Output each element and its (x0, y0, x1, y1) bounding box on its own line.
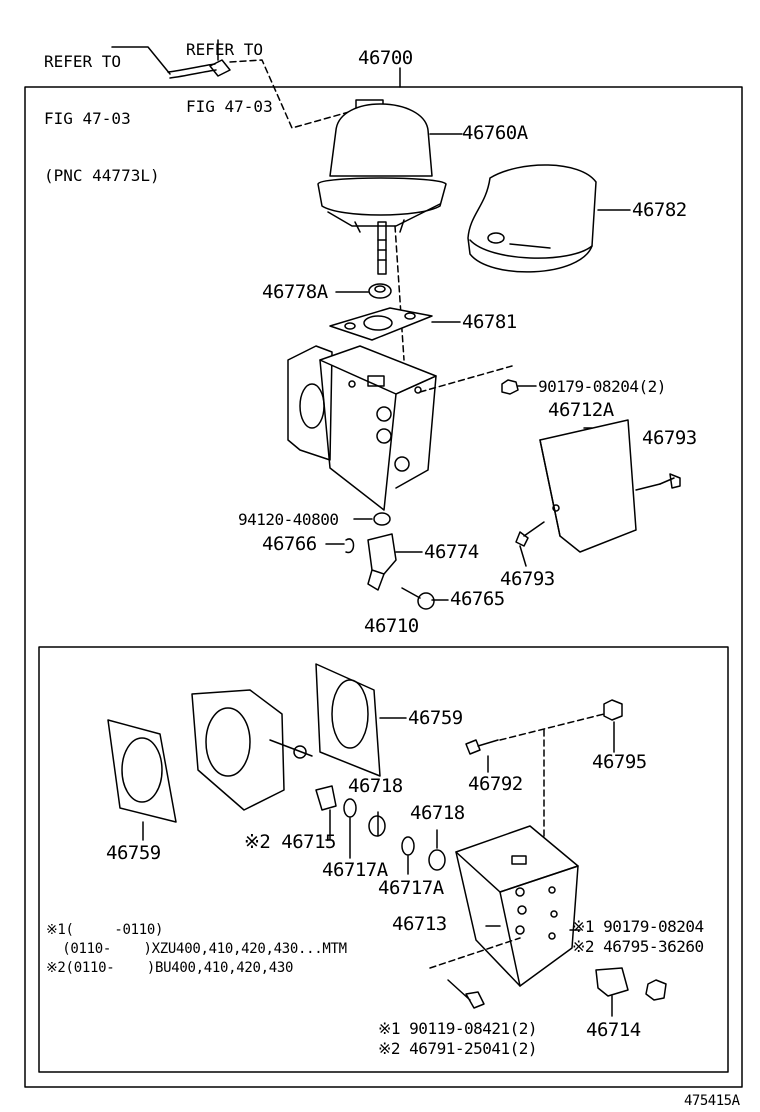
washer-46718-a-icon (368, 815, 386, 837)
part-46717a-a[interactable]: 46717A (322, 859, 388, 881)
washer-46718-b-icon (428, 849, 446, 871)
part-46774[interactable]: 46774 (424, 541, 479, 563)
valve-body-icon (191, 689, 313, 811)
part-94120-40800[interactable]: 94120-40800 (238, 510, 339, 529)
reference-left: REFER TO FIG 47-03 (PNC 44773L) (44, 14, 160, 204)
part-46793-b[interactable]: 46793 (500, 568, 555, 590)
cover-icon (467, 164, 597, 273)
bolt-46792-icon (465, 739, 499, 755)
part-46717a-b[interactable]: 46717A (378, 877, 444, 899)
washer-46778a-icon (368, 283, 392, 299)
part-46782[interactable]: 46782 (632, 199, 687, 221)
part-46759-left[interactable]: 46759 (106, 842, 161, 864)
lever-46714-icon (595, 967, 629, 997)
reference-left-line2: FIG 47-03 (44, 109, 131, 128)
reference-right-line2: FIG 47-03 (186, 97, 273, 116)
leader-lines (111, 39, 661, 1017)
part-46718-a[interactable]: 46718 (348, 775, 403, 797)
nut-94120-icon (373, 512, 391, 526)
alt-part-2a[interactable]: ※2 46795-36260 (572, 937, 704, 956)
part-46715[interactable]: ※2 46715 (244, 831, 337, 853)
nut-46795-36260-icon (645, 979, 667, 1001)
nut-46795-icon (603, 699, 623, 721)
assembly-46710-frame (38, 646, 729, 1073)
subassembly-label[interactable]: 46710 (364, 615, 419, 637)
collar-46715-icon (315, 785, 337, 811)
part-46713[interactable]: 46713 (392, 913, 447, 935)
reference-right-line1: REFER TO (186, 40, 264, 59)
gasket-46759-left-icon (107, 719, 177, 823)
note-line-2: (0110- )XZU400,410,420,430...MTM (46, 941, 347, 957)
part-46765[interactable]: 46765 (450, 588, 505, 610)
plate-46781-icon (329, 307, 433, 341)
bracket-46712a-icon (539, 419, 637, 553)
lever-46774-icon (367, 533, 397, 591)
part-46795[interactable]: 46795 (592, 751, 647, 773)
nut-90179-icon (501, 379, 519, 395)
note-line-3: ※2(0110- )BU400,410,420,430 (46, 960, 294, 976)
part-90179-08204[interactable]: 90179-08204(2) (538, 377, 666, 396)
alt-part-1b[interactable]: ※1 90119-08421(2) (378, 1019, 538, 1038)
exhaust-brake-valve-icon (287, 345, 437, 511)
reference-left-line1: REFER TO (44, 52, 122, 71)
part-46712a[interactable]: 46712A (548, 399, 614, 421)
clip-46766-icon (345, 538, 355, 554)
hose-icon (167, 59, 231, 79)
bracket-46713-icon (455, 825, 579, 987)
part-46714[interactable]: 46714 (586, 1019, 641, 1041)
pin-46765-icon (401, 587, 435, 610)
part-46718-b[interactable]: 46718 (410, 802, 465, 824)
alt-part-1a[interactable]: ※1 90179-08204 (572, 917, 704, 936)
bolt-46793-a-icon (659, 473, 681, 489)
assembly-46700-frame (24, 86, 743, 1088)
reference-right: REFER TO FIG 47-03 (186, 2, 273, 135)
part-46766[interactable]: 46766 (262, 533, 317, 555)
bolt-90119-icon (447, 979, 485, 1009)
alt-part-2b[interactable]: ※2 46791-25041(2) (378, 1039, 538, 1058)
spring-46717a-b-icon (401, 836, 415, 856)
figure-code: 475415A (684, 1093, 740, 1109)
part-46760a[interactable]: 46760A (462, 122, 528, 144)
spring-46717a-a-icon (343, 798, 357, 818)
actuator-icon (317, 99, 447, 275)
part-46781[interactable]: 46781 (462, 311, 517, 333)
gasket-46759-right-icon (315, 663, 381, 777)
part-46793-a[interactable]: 46793 (642, 427, 697, 449)
part-46792[interactable]: 46792 (468, 773, 523, 795)
assembly-label[interactable]: 46700 (358, 47, 413, 69)
part-46778a[interactable]: 46778A (262, 281, 328, 303)
note-line-1: ※1( -0110) (46, 922, 164, 938)
reference-left-line3: (PNC 44773L) (44, 166, 160, 185)
bolt-46793-b-icon (515, 521, 545, 547)
part-46759-right[interactable]: 46759 (408, 707, 463, 729)
